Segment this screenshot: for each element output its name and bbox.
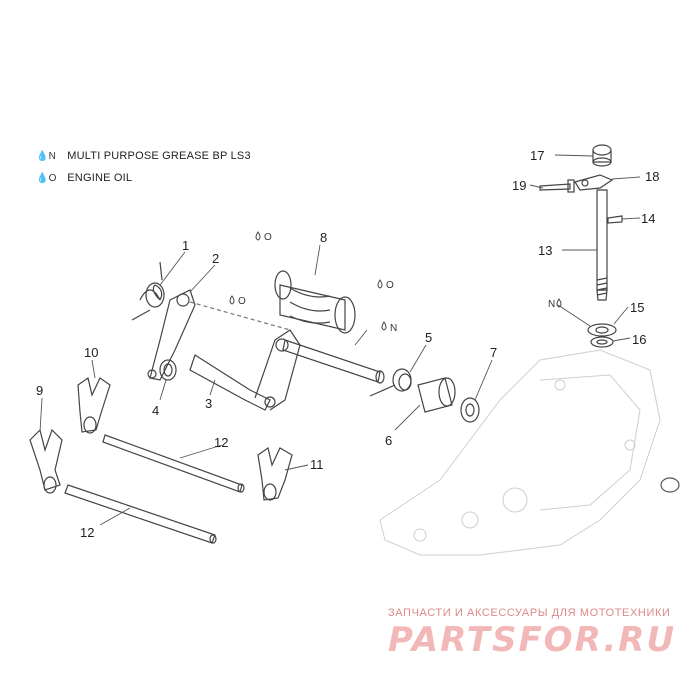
legend-item-grease: 💧N MULTI PURPOSE GREASE BP LS3	[36, 150, 251, 162]
watermark-subtitle: ЗАПЧАСТИ И АКСЕССУАРЫ ДЛЯ МОТОТЕХНИКИ	[388, 607, 671, 619]
part-9-fork	[29, 428, 63, 494]
part-1-spring	[131, 261, 165, 321]
alignment-line	[189, 301, 291, 331]
lube-mark-8-right: O	[386, 280, 394, 291]
lube-mark-3-top: O	[238, 296, 246, 307]
callout-13: 13	[538, 243, 552, 258]
legend-text-grease: MULTI PURPOSE GREASE BP LS3	[67, 150, 251, 162]
oil-drop-icon	[255, 231, 261, 241]
callout-11: 11	[310, 457, 324, 472]
engine-cover	[379, 349, 661, 556]
callout-labels: 1 2 3 4 5 6 7 8 9 10 11 12 12 13 14 15 1…	[36, 148, 659, 540]
callout-19: 19	[512, 178, 526, 193]
oil-drop-icon	[381, 321, 387, 331]
callout-1: 1	[182, 238, 189, 253]
leader-lines	[39, 154, 641, 526]
part-3-shift-arm	[189, 329, 301, 411]
oil-drop-icon: 💧N	[36, 151, 57, 162]
part-16-washer	[590, 336, 614, 348]
part-13-shaft	[596, 189, 608, 301]
shift-shaft	[282, 339, 385, 384]
callout-16: 16	[632, 332, 646, 347]
lube-mark-15: N	[548, 299, 555, 310]
callout-5: 5	[425, 330, 432, 345]
oil-drop-icon	[556, 298, 562, 308]
oil-drop-icon	[377, 279, 383, 289]
part-8-drum	[274, 270, 356, 334]
legend-item-oil: 💧O ENGINE OIL	[36, 172, 132, 184]
lube-mark-8-top: O	[264, 232, 272, 243]
part-12-rod-upper	[102, 434, 245, 493]
callout-10: 10	[84, 345, 98, 360]
callout-18: 18	[645, 169, 659, 184]
callout-12: 12	[80, 525, 94, 540]
oil-drop-icon	[229, 295, 235, 305]
lube-markers: O O O N N	[229, 231, 562, 334]
part-11-fork	[257, 447, 293, 501]
callout-15: 15	[630, 300, 644, 315]
callout-4: 4	[152, 403, 159, 418]
callout-6: 6	[385, 433, 392, 448]
part-14-pin	[607, 215, 623, 224]
callout-14: 14	[641, 211, 655, 226]
part-17-cap	[592, 144, 612, 167]
part-12-rod-lower	[64, 484, 217, 544]
part-7-washer	[460, 397, 480, 423]
part-5-spring	[369, 368, 412, 397]
part-19-bolt	[539, 179, 575, 193]
oil-drop-icon: 💧O	[36, 173, 57, 184]
part-4-ring	[159, 359, 177, 381]
part-2-lever	[147, 289, 196, 381]
part-18-lever	[574, 174, 614, 191]
callout-3: 3	[205, 396, 212, 411]
part-6-bushing	[417, 377, 456, 413]
part-15-seal	[587, 323, 617, 337]
callout-17: 17	[530, 148, 544, 163]
lube-mark-shaft: N	[390, 323, 397, 334]
callout-9: 9	[36, 383, 43, 398]
callout-12: 12	[214, 435, 228, 450]
callout-2: 2	[212, 251, 219, 266]
part-10-fork	[77, 377, 111, 434]
callout-7: 7	[490, 345, 497, 360]
callout-8: 8	[320, 230, 327, 245]
legend-text-oil: ENGINE OIL	[67, 172, 133, 184]
watermark-logo: PARTSFOR.RU	[388, 620, 677, 660]
engine-seal	[660, 477, 680, 493]
